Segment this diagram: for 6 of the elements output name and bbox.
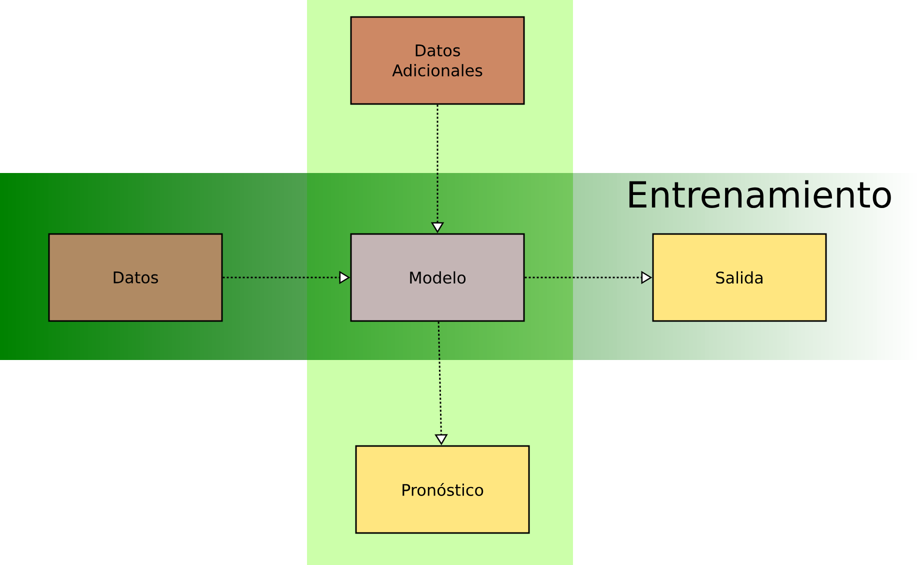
process-box: Pronóstico <box>355 445 530 534</box>
process-box: Datos Adicionales <box>350 16 525 105</box>
process-box: Datos <box>48 233 223 322</box>
process-box: Modelo <box>350 233 525 322</box>
process-box: Salida <box>652 233 827 322</box>
node-label: Entrenamiento <box>629 180 891 208</box>
